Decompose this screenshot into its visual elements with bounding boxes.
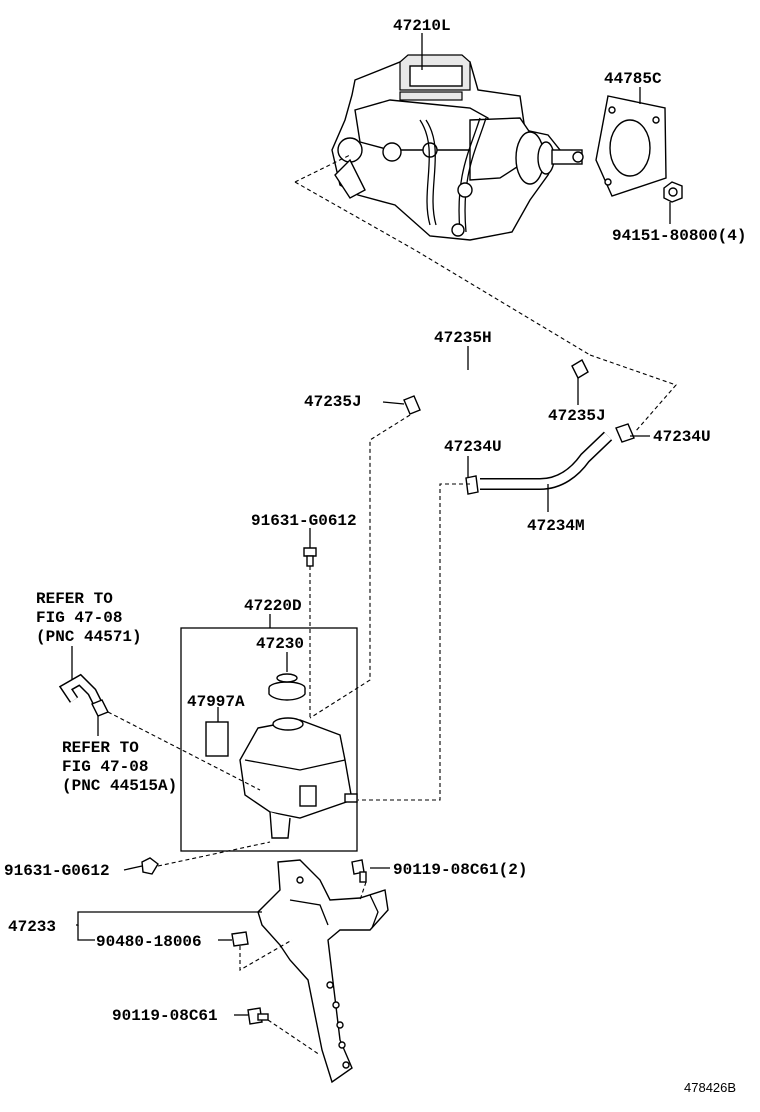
bolt-90119-top xyxy=(351,859,367,883)
refer-to-2-line3: (PNC 44515A) xyxy=(62,777,177,795)
hose-external-left xyxy=(58,673,109,717)
clip-47235j-left xyxy=(403,395,421,415)
label-90480: 90480-18006 xyxy=(96,933,202,951)
refer-to-2-line1: REFER TO xyxy=(62,739,139,757)
label-47235h: 47235H xyxy=(434,329,492,347)
label-94151: 94151-80800(4) xyxy=(612,227,746,245)
bolt-90119-bottom xyxy=(247,1007,269,1025)
label-47234u-left: 47234U xyxy=(444,438,502,456)
label-47210l: 47210L xyxy=(393,17,451,35)
hose-47235h xyxy=(408,365,582,404)
clip-47234u-left xyxy=(465,475,479,495)
refer-to-1-line1: REFER TO xyxy=(36,590,113,608)
hose-47234m xyxy=(480,431,613,490)
clip-47235j-right xyxy=(571,359,589,379)
label-47235j-left: 47235J xyxy=(304,393,362,411)
grommet-90480 xyxy=(231,931,249,947)
label-90119-bottom: 90119-08C61 xyxy=(112,1007,218,1025)
refer-to-1-line3: (PNC 44571) xyxy=(36,628,142,646)
label-47230: 47230 xyxy=(256,635,304,653)
reservoir-assembly-box xyxy=(180,627,358,852)
label-47234m: 47234M xyxy=(527,517,585,535)
cap-47230 xyxy=(268,673,306,701)
leader-lines xyxy=(71,33,671,1016)
label-91631-top: 91631-G0612 xyxy=(251,512,357,530)
gasket-44785c xyxy=(595,95,667,197)
figure-id: 478426B xyxy=(684,1080,736,1095)
part-labels: 47210L 44785C 94151-80800(4) 47235H 4723… xyxy=(4,17,746,1095)
nut-94151 xyxy=(663,181,683,203)
refer-to-1-line2: FIG 47-08 xyxy=(36,609,122,627)
brake-booster-assembly xyxy=(331,54,584,241)
label-47235j-right: 47235J xyxy=(548,407,606,425)
bolt-91631-top xyxy=(303,547,317,567)
reservoir-tank xyxy=(239,717,358,839)
label-91631-bottom: 91631-G0612 xyxy=(4,862,110,880)
label-47234u-right: 47234U xyxy=(653,428,711,446)
label-44785c: 44785C xyxy=(604,70,662,88)
label-47997a: 47997A xyxy=(187,693,245,711)
bracket-47233 xyxy=(257,859,389,1084)
label-47997a xyxy=(205,721,229,757)
bolt-91631-bottom xyxy=(141,857,159,875)
dashed-guide-lines xyxy=(107,154,677,1056)
clip-47234u-right xyxy=(615,423,635,443)
label-47220d: 47220D xyxy=(244,597,302,615)
refer-to-2-line2: FIG 47-08 xyxy=(62,758,148,776)
label-47233: 47233 xyxy=(8,918,56,936)
label-90119-top: 90119-08C61(2) xyxy=(393,861,527,879)
